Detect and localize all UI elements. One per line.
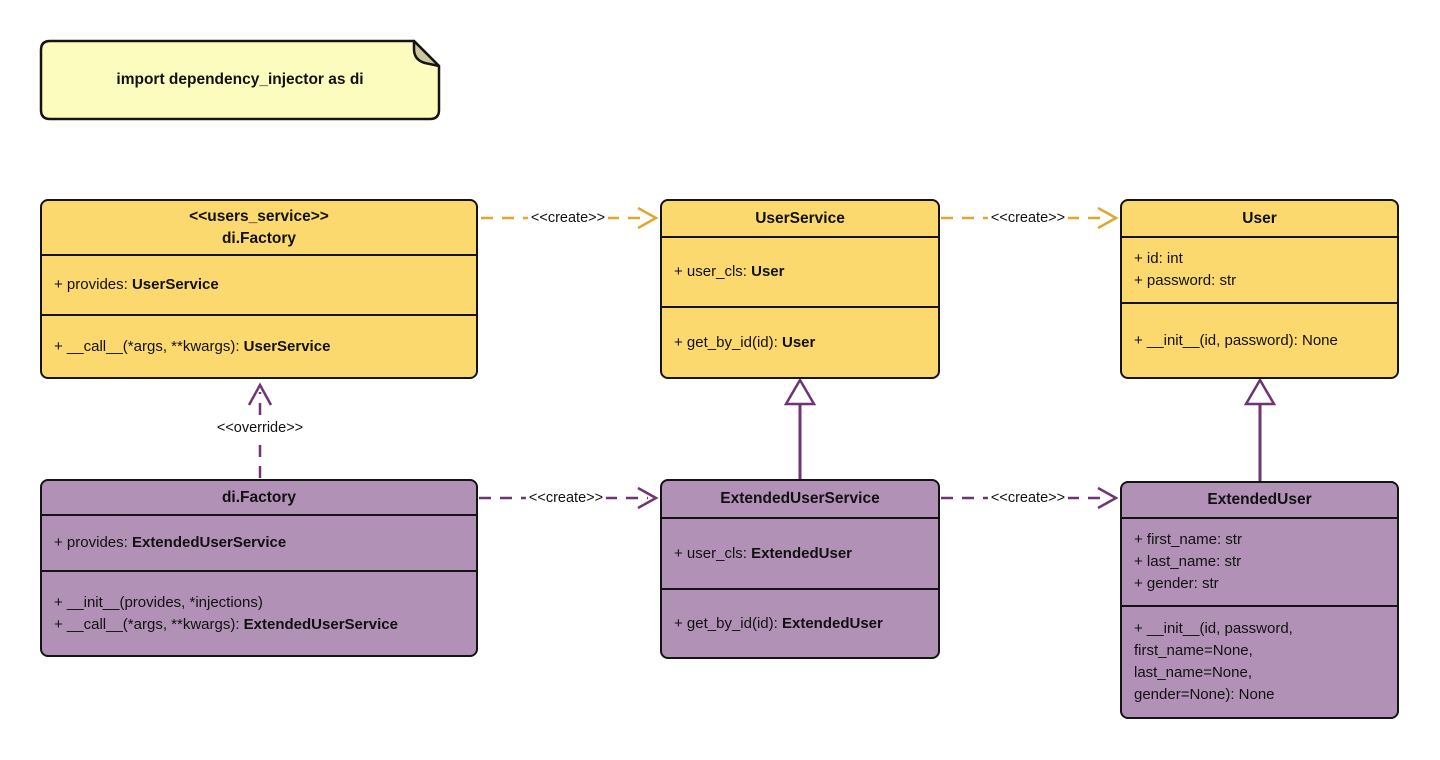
method: + __init__(id, password): None xyxy=(1134,331,1338,349)
class-methods: + __init__(provides, *injections) + __ca… xyxy=(42,570,476,655)
method: + __call__(*args, **kwargs): ExtendedUse… xyxy=(54,615,398,633)
method: + get_by_id(id): User xyxy=(674,333,816,351)
class-header: ExtendedUser xyxy=(1122,483,1397,517)
method: + __init__(id, password, first_name=None… xyxy=(1134,620,1293,703)
class-header: User xyxy=(1122,201,1397,236)
import-note: import dependency_injector as di xyxy=(116,71,364,88)
class-attributes: + first_name: str + last_name: str + gen… xyxy=(1122,517,1397,605)
attribute: + gender: str xyxy=(1134,575,1219,592)
attribute: + user_cls: User xyxy=(674,263,785,280)
create-arrowhead-1 xyxy=(637,206,659,230)
create-arrowhead-3 xyxy=(637,486,659,510)
class-factory-users-service: <<users_service>> di.Factory + provides:… xyxy=(40,199,478,379)
class-extended-user-service: ExtendedUserService + user_cls: Extended… xyxy=(660,479,940,659)
create-label-4: <<create>> xyxy=(987,489,1069,507)
create-label-3: <<create>> xyxy=(525,489,607,507)
class-methods: + __init__(id, password): None xyxy=(1122,302,1397,377)
class-name: di.Factory xyxy=(221,488,297,506)
override-label: <<override>> xyxy=(213,419,307,437)
class-header: <<users_service>> di.Factory xyxy=(42,201,476,254)
inheritance-triangle-1 xyxy=(783,377,817,406)
class-attributes: + id: int + password: str xyxy=(1122,236,1397,302)
inheritance-triangle-2 xyxy=(1243,377,1277,406)
note-fold-icon xyxy=(412,39,441,68)
class-methods: + get_by_id(id): ExtendedUser xyxy=(662,588,938,657)
class-attributes: + provides: UserService xyxy=(42,254,476,314)
attribute: + provides: UserService xyxy=(54,276,219,293)
create-label-2: <<create>> xyxy=(987,209,1069,227)
override-arrowhead xyxy=(247,382,273,406)
class-header: UserService xyxy=(662,201,938,236)
create-arrowhead-4 xyxy=(1097,486,1119,510)
class-attributes: + user_cls: User xyxy=(662,236,938,306)
class-methods: + __call__(*args, **kwargs): UserService xyxy=(42,314,476,377)
attribute: + id: int xyxy=(1134,250,1183,267)
class-name: User xyxy=(1242,209,1277,227)
class-attributes: + provides: ExtendedUserService xyxy=(42,514,476,570)
note-shape xyxy=(39,39,441,121)
class-methods: + __init__(id, password, first_name=None… xyxy=(1122,605,1397,717)
method: + __call__(*args, **kwargs): UserService xyxy=(54,337,331,355)
method: + get_by_id(id): ExtendedUser xyxy=(674,614,883,632)
attribute: + user_cls: ExtendedUser xyxy=(674,544,852,562)
method: + __init__(provides, *injections) xyxy=(54,593,263,611)
class-attributes: + user_cls: ExtendedUser xyxy=(662,517,938,588)
class-header: ExtendedUserService xyxy=(662,481,938,517)
create-label-1: <<create>> xyxy=(527,209,609,227)
class-name: di.Factory xyxy=(221,229,297,247)
class-extended-factory: di.Factory + provides: ExtendedUserServi… xyxy=(40,479,478,657)
class-extended-user: ExtendedUser + first_name: str + last_na… xyxy=(1120,481,1399,719)
class-stereotype: <<users_service>> xyxy=(189,207,329,225)
attribute: + provides: ExtendedUserService xyxy=(54,534,287,551)
class-name: UserService xyxy=(755,209,845,227)
attribute: + password: str xyxy=(1134,272,1237,289)
class-user: User + id: int + password: str + __init_… xyxy=(1120,199,1399,379)
class-user-service: UserService + user_cls: User + get_by_id… xyxy=(660,199,940,379)
attribute: + first_name: str xyxy=(1134,531,1242,548)
attribute: + last_name: str xyxy=(1134,553,1242,570)
class-name: ExtendedUserService xyxy=(720,490,880,507)
class-header: di.Factory xyxy=(42,481,476,514)
create-arrowhead-2 xyxy=(1097,206,1119,230)
class-methods: + get_by_id(id): User xyxy=(662,306,938,377)
class-name: ExtendedUser xyxy=(1207,491,1312,508)
